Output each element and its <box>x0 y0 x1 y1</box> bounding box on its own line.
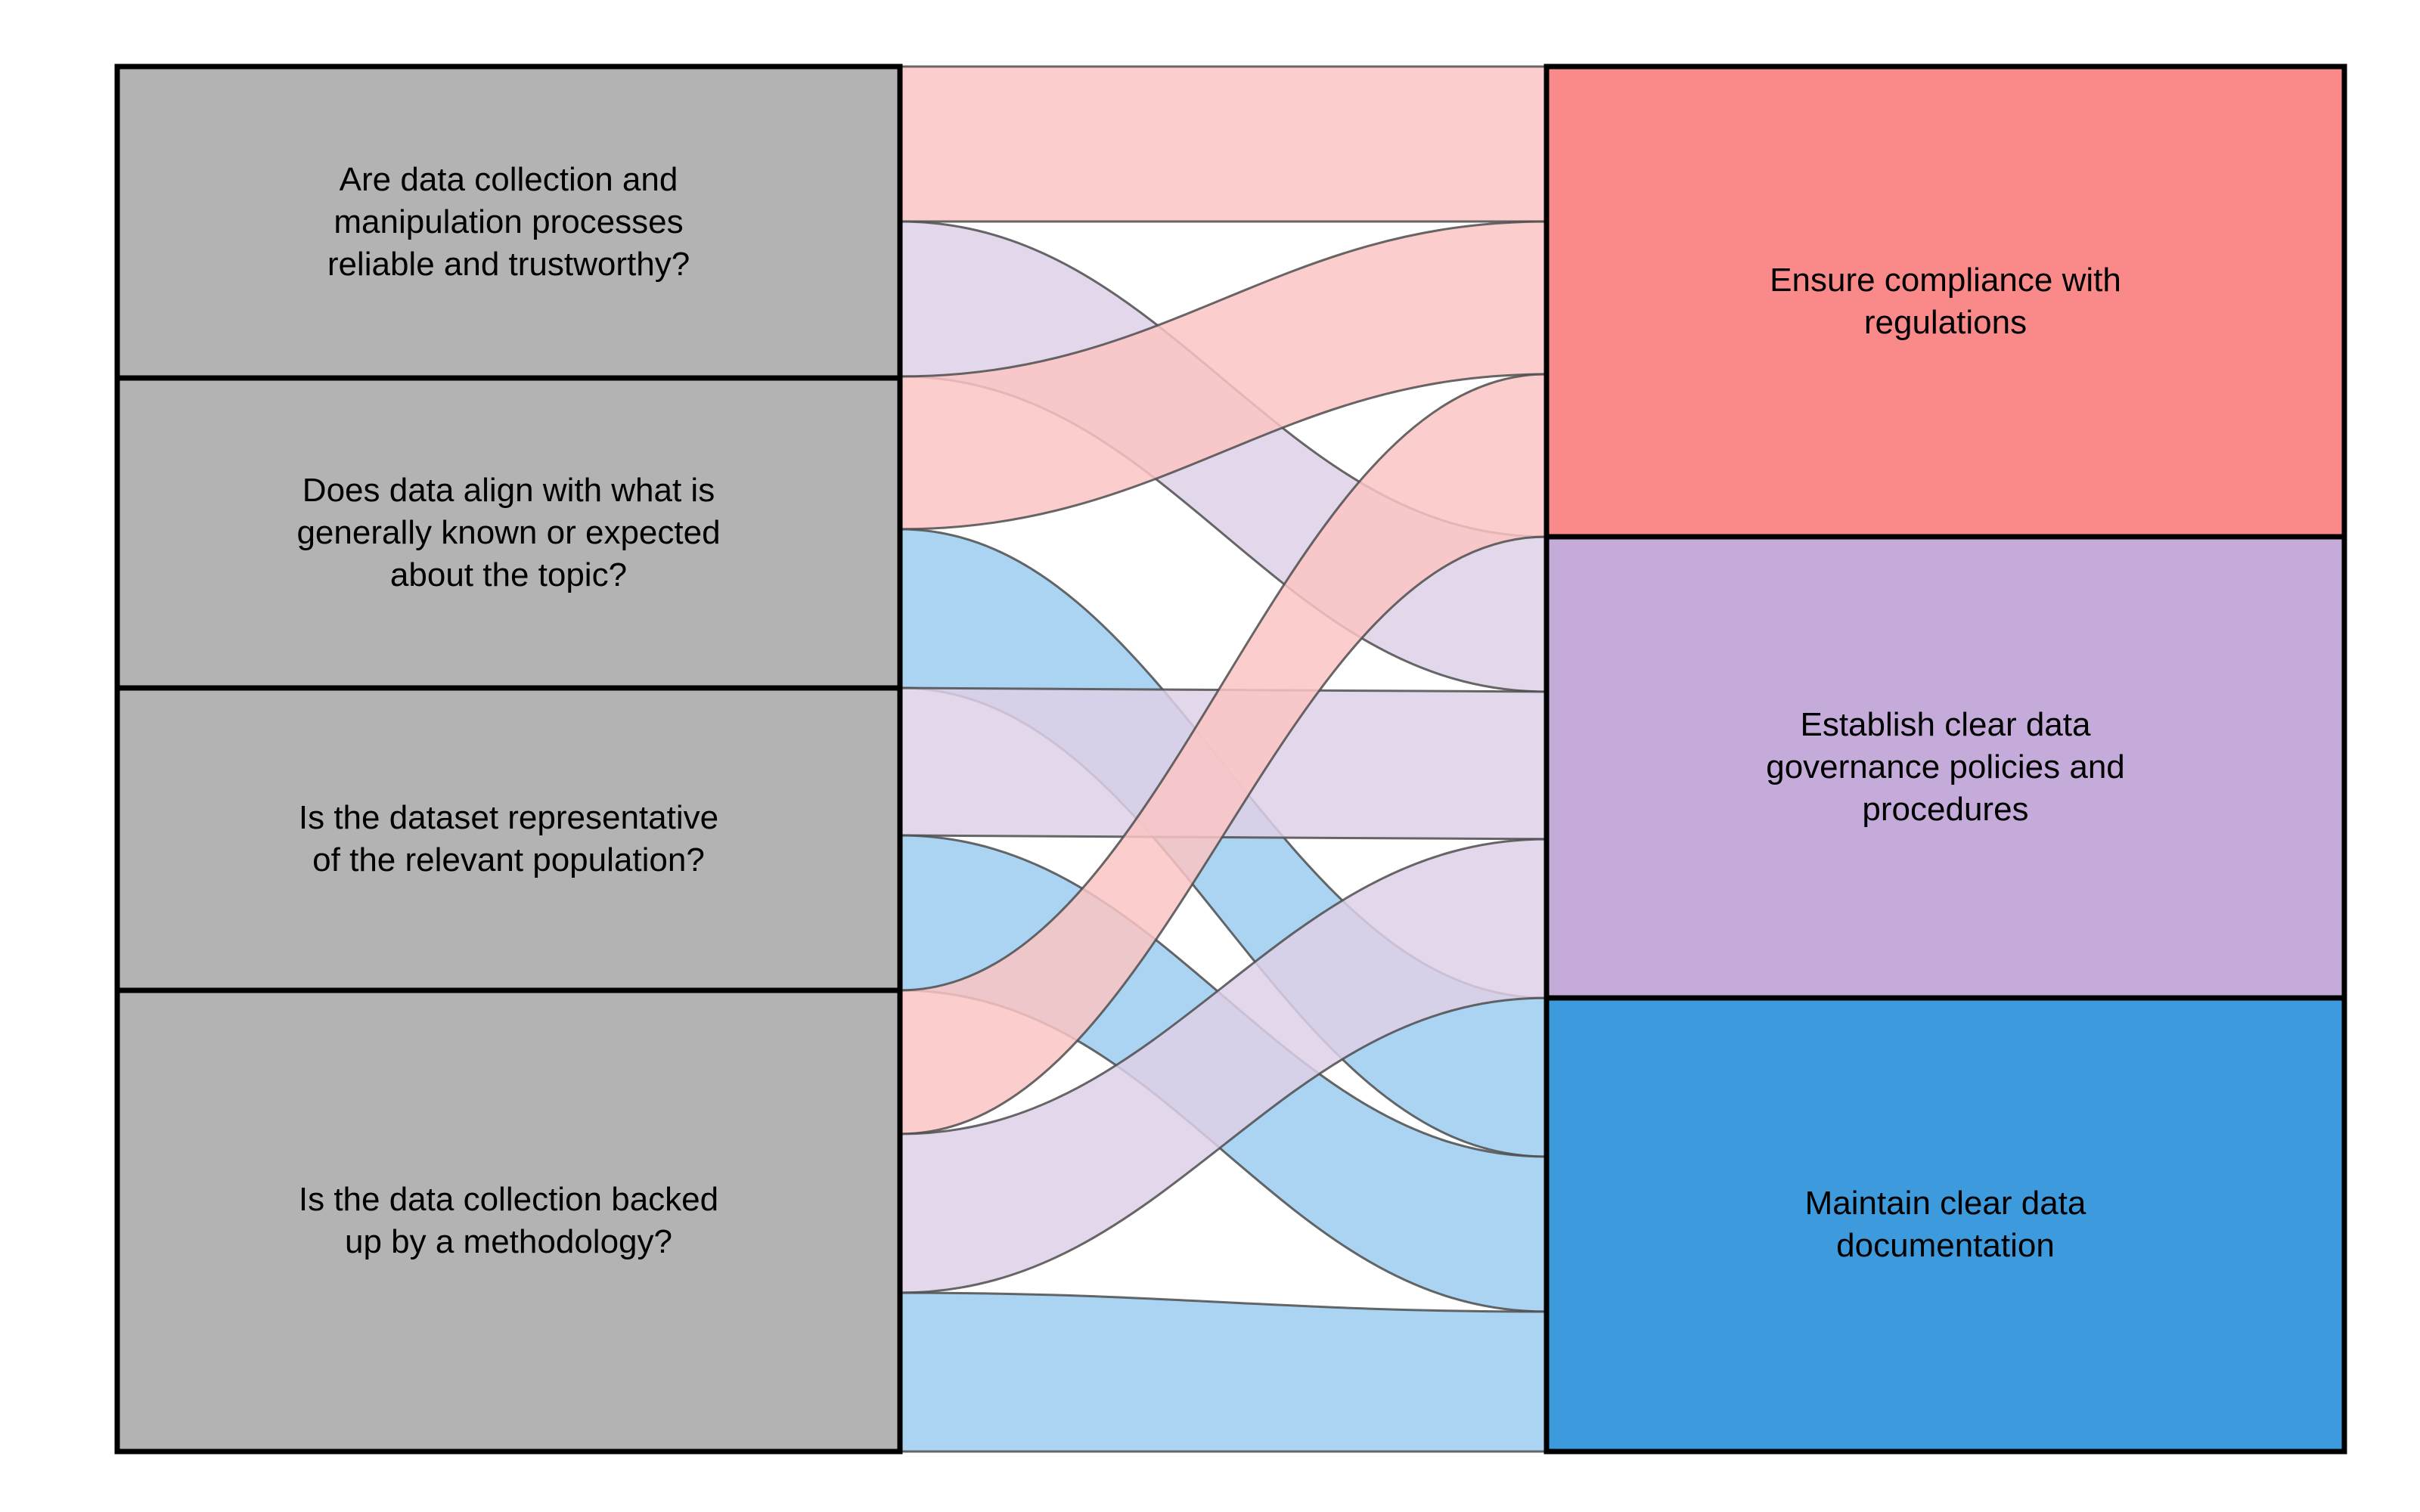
sankey-link[interactable] <box>898 65 1548 223</box>
sankey-node-r3[interactable] <box>1544 995 2347 1455</box>
sankey-node-q2[interactable] <box>114 375 903 691</box>
sankey-node-q4[interactable] <box>114 987 903 1455</box>
link-layer <box>898 65 1548 1453</box>
sankey-link[interactable] <box>898 1291 1548 1453</box>
sankey-node-q3[interactable] <box>114 685 903 993</box>
sankey-node-r2[interactable] <box>1544 534 2347 1001</box>
node-layer <box>114 64 2347 1455</box>
sankey-node-r1[interactable] <box>1544 64 2347 540</box>
sankey-node-q1[interactable] <box>114 64 903 381</box>
